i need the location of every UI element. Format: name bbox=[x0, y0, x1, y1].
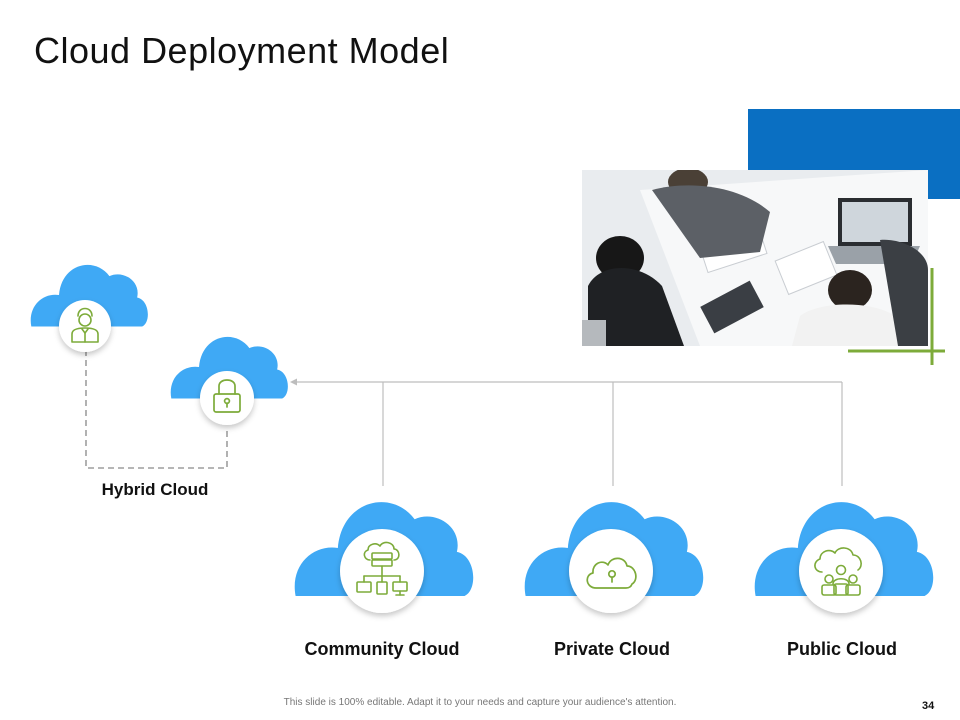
page-title: Cloud Deployment Model bbox=[34, 30, 450, 71]
business-meeting-photo bbox=[582, 170, 928, 346]
cloud-users-icon bbox=[814, 547, 862, 596]
padlock-icon bbox=[213, 379, 241, 413]
label-hybrid-cloud: Hybrid Cloud bbox=[101, 480, 209, 499]
cloud-users-icon-badge bbox=[799, 529, 883, 613]
cloud-lock-icon bbox=[586, 557, 637, 589]
label-public-cloud: Public Cloud bbox=[787, 639, 897, 659]
connector-lines bbox=[293, 381, 843, 486]
footer-note: This slide is 100% editable. Adapt it to… bbox=[283, 697, 677, 708]
label-private-cloud: Private Cloud bbox=[553, 639, 671, 659]
connector-arrowhead bbox=[290, 378, 297, 386]
page-number: 34 bbox=[922, 700, 935, 712]
green-corner-accent bbox=[848, 268, 945, 365]
person-icon bbox=[71, 307, 99, 343]
server-network-icon bbox=[356, 541, 408, 596]
label-community-cloud: Community Cloud bbox=[304, 639, 460, 659]
